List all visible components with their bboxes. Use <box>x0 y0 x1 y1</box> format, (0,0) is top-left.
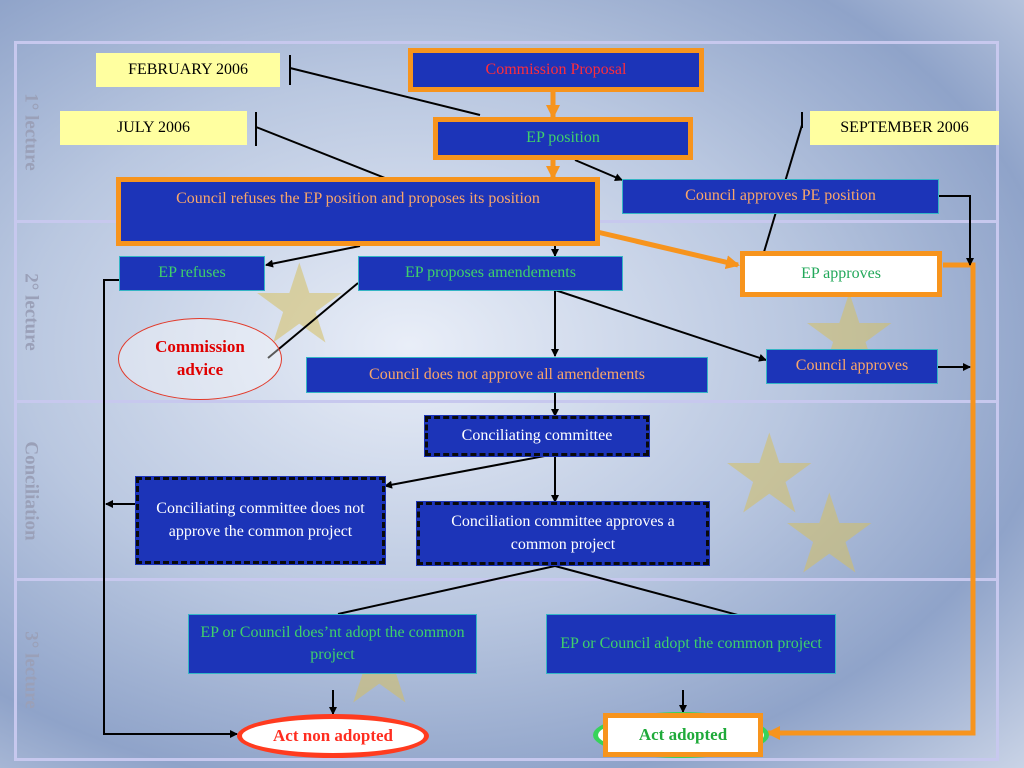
arrow-approves-to-adopt <box>554 565 765 625</box>
date-label-july: JULY 2006 <box>60 111 247 145</box>
arrow-approves-to-not-adopt <box>337 565 556 615</box>
node-not-adopt: EP or Council does’nt adopt the common p… <box>188 614 477 674</box>
date-leader-feb <box>289 67 481 116</box>
node-commission-proposal: Commission Proposal <box>408 48 704 92</box>
node-council-approves: Council approves <box>766 349 938 384</box>
node-council-approves-pe: Council approves PE position <box>622 179 939 214</box>
node-adopt: EP or Council adopt the common project <box>546 614 836 674</box>
node-conciliating-committee: Conciliating committee <box>424 415 650 457</box>
arrow-position-to-council-approves-pe <box>574 159 623 181</box>
date-label-september: SEPTEMBER 2006 <box>810 111 999 145</box>
band-lecture-3 <box>14 578 999 761</box>
arrow-ep-proposes-to-council-approves <box>554 289 767 362</box>
node-council-not-approve-all: Council does not approve all amendements <box>306 357 708 393</box>
node-act-adopted: Act adopted <box>603 713 763 757</box>
arrow-ep-refuses-to-non-adopted <box>103 279 238 738</box>
node-ep-refuses: EP refuses <box>119 256 265 291</box>
date-leader-jul <box>255 126 386 179</box>
node-act-non-adopted: Act non adopted <box>237 714 429 758</box>
arrow-refuses-to-ep-refuses <box>265 245 361 268</box>
arrow-committee-to-not-approve <box>384 454 551 489</box>
arrow-ep-approves-to-adopted <box>766 262 976 740</box>
node-ep-position: EP position <box>433 117 693 160</box>
node-ep-proposes: EP proposes amendements <box>358 256 623 291</box>
node-committee-approves: Conciliation committee approves a common… <box>416 501 710 566</box>
node-committee-not-approve: Conciliating committee does not approve … <box>135 476 386 565</box>
node-ep-approves: EP approves <box>740 251 942 297</box>
arrow-refuses-to-ep-approves <box>579 225 740 270</box>
date-label-february: FEBRUARY 2006 <box>96 53 280 87</box>
node-commission-advice: Commission advice <box>118 318 282 400</box>
arrow-ep-proposes-to-advice <box>267 282 359 359</box>
arrow-council-approves-pe-to-right <box>939 195 974 266</box>
node-council-refuses: Council refuses the EP position and prop… <box>116 177 600 246</box>
